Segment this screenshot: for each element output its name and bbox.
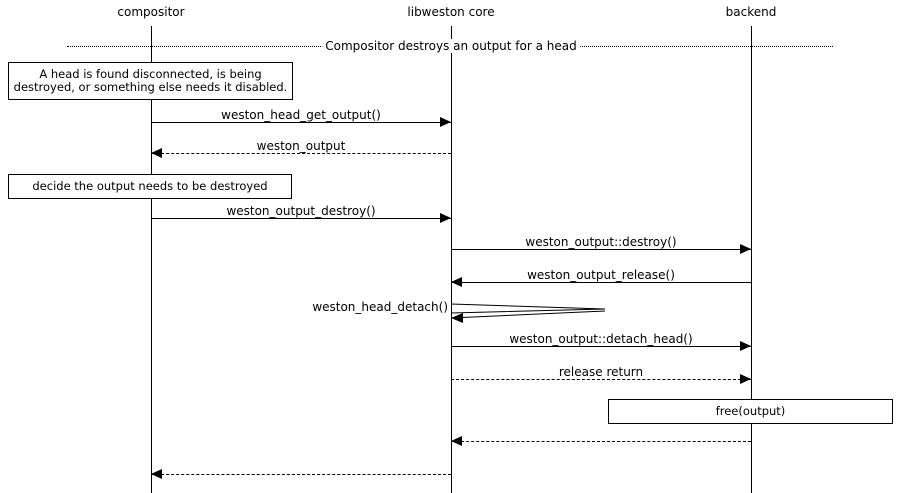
arrowhead-weston-output-release [451,277,462,287]
arrowhead-weston-output-detach-head [740,341,751,351]
arrowhead-release-return [740,374,751,384]
lifeline-backend [751,26,752,493]
message-line-release-return [451,379,751,380]
arrowhead-weston-output-destroy [440,213,451,223]
lifeline-compositor [151,26,152,493]
message-label-weston-output-destroy-vfunc: weston_output::destroy() [525,235,677,249]
message-label-weston-output-detach-head: weston_output::detach_head() [509,332,693,346]
message-label-weston-head-detach: weston_head_detach() [312,300,448,314]
message-line-weston-head-get-output [151,122,451,123]
arrowhead-backend-return [451,436,462,446]
message-line-weston-output-detach-head [451,346,751,347]
actor-label-libweston-core: libweston core [407,5,495,19]
message-line-core-return [151,474,451,475]
note-head-disconnected: A head is found disconnected, is being d… [8,62,293,100]
note-decide-destroy: decide the output needs to be destroyed [8,174,292,199]
separator-label: Compositor destroys an output for a head [322,39,580,53]
message-line-weston-output-destroy-vfunc [451,249,751,250]
arrowhead-core-return [151,469,162,479]
message-line-weston-output-release [451,282,751,283]
note-free-output: free(output) [608,399,893,424]
arrowhead-weston-output-return [151,148,162,158]
message-label-weston-output-destroy: weston_output_destroy() [226,204,376,218]
message-line-backend-return [451,441,751,442]
message-selfloop-weston-head-detach [451,298,616,326]
arrowhead-weston-head-get-output [440,117,451,127]
message-line-weston-output-return [151,153,451,154]
actor-label-compositor: compositor [117,5,185,19]
message-label-weston-head-get-output: weston_head_get_output() [221,108,381,122]
actor-label-backend: backend [725,5,777,19]
lifeline-libweston-core [451,26,452,493]
message-label-release-return: release return [558,365,644,379]
message-line-weston-output-destroy [151,218,451,219]
message-label-weston-output-release: weston_output_release() [527,268,675,282]
message-label-weston-output-return: weston_output [256,139,346,153]
arrowhead-weston-output-destroy-vfunc [740,244,751,254]
